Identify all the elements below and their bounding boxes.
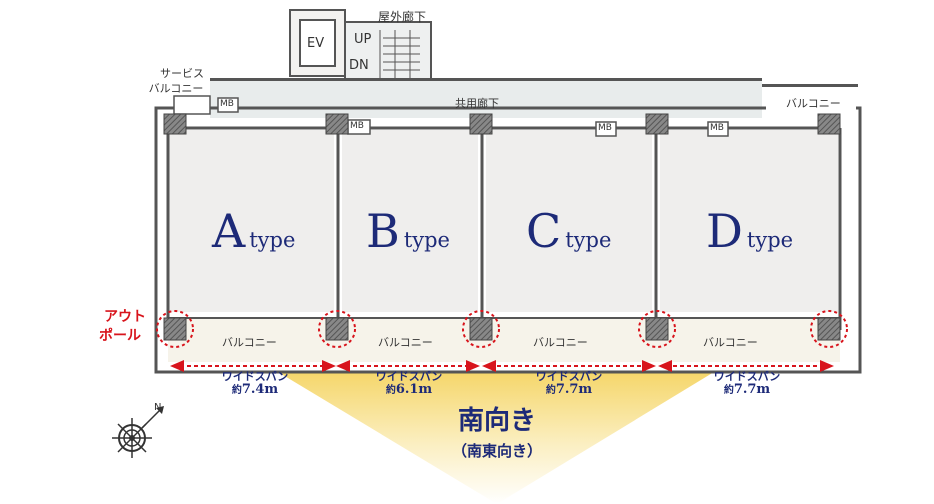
service-balcony-label: サービス バルコニー (149, 66, 204, 96)
wide-span-b-label: ワイドスパン (375, 370, 443, 383)
out-pole-label: アウト ポール (94, 308, 146, 346)
unit-b-suffix: type (403, 228, 450, 252)
balcony-area (168, 318, 840, 362)
up-label: UP (354, 32, 372, 47)
wide-span-b: ワイドスパン 約6.1m (364, 370, 454, 397)
wide-span-c: ワイドスパン 約7.7m (524, 370, 614, 397)
service-balcony-label-line1: サービス (160, 67, 204, 80)
wide-span-a-prefix: 約 (231, 385, 242, 396)
unit-c-floor (486, 130, 652, 312)
out-pole-marker-1 (156, 310, 194, 348)
out-pole-marker-4 (638, 310, 676, 348)
out-pole-label-line2: ポール (99, 328, 141, 344)
wide-span-a-label: ワイドスパン (221, 370, 289, 383)
wide-span-b-prefix: 約 (385, 385, 396, 396)
balcony-label-d: バルコニー (703, 336, 758, 349)
wide-span-d-prefix: 約 (723, 385, 734, 396)
unit-c-letter: C (526, 204, 562, 258)
unit-d-letter: D (706, 204, 743, 258)
mb-label-2: MB (350, 121, 364, 131)
common-corridor-area (210, 78, 762, 118)
mb-label-3: MB (598, 123, 612, 133)
wide-span-a-value: 7.4m (241, 382, 279, 397)
dn-label: DN (349, 58, 369, 73)
common-corridor-label: 共用廊下 (455, 97, 499, 110)
out-pole-marker-3 (462, 310, 500, 348)
unit-a-suffix: type (249, 228, 296, 252)
service-balcony-label-line2: バルコニー (148, 82, 204, 95)
out-pole-marker-5 (810, 310, 848, 348)
balcony-label-a: バルコニー (222, 336, 277, 349)
unit-c-suffix: type (565, 228, 612, 252)
wide-span-a: ワイドスパン 約7.4m (210, 370, 300, 397)
out-pole-label-line1: アウト (104, 309, 146, 325)
orientation-sub: （南東向き） (451, 442, 542, 460)
unit-b-floor (342, 130, 478, 312)
wide-span-d: ワイドスパン 約7.7m (702, 370, 792, 397)
unit-b-letter: B (366, 204, 400, 258)
balcony-label-c: バルコニー (533, 336, 588, 349)
wide-span-c-label: ワイドスパン (535, 370, 603, 383)
unit-d-suffix: type (746, 228, 794, 252)
outdoor-corridor-label: 屋外廊下 (378, 10, 427, 24)
mb-label-4: MB (710, 123, 724, 133)
unit-a-letter: A (212, 204, 246, 258)
wide-span-d-label: ワイドスパン (713, 370, 781, 383)
wide-span-c-prefix: 約 (545, 385, 556, 396)
out-pole-marker-2 (318, 310, 356, 348)
wide-span-d-value: 7.7m (733, 382, 771, 397)
unit-a-floor (168, 130, 334, 312)
unit-d-floor (660, 130, 838, 312)
compass-icon: N (112, 402, 164, 458)
ev-label: EV (307, 36, 325, 51)
mb-label-1: MB (220, 99, 234, 109)
wide-span-c-value: 7.7m (555, 382, 593, 397)
compass-north-label: N (154, 402, 161, 413)
balcony-label-b: バルコニー (378, 336, 433, 349)
orientation-main: 南向き (457, 406, 536, 436)
balcony-top-right-label: バルコニー (786, 97, 841, 110)
wide-span-b-value: 6.1m (395, 382, 433, 397)
